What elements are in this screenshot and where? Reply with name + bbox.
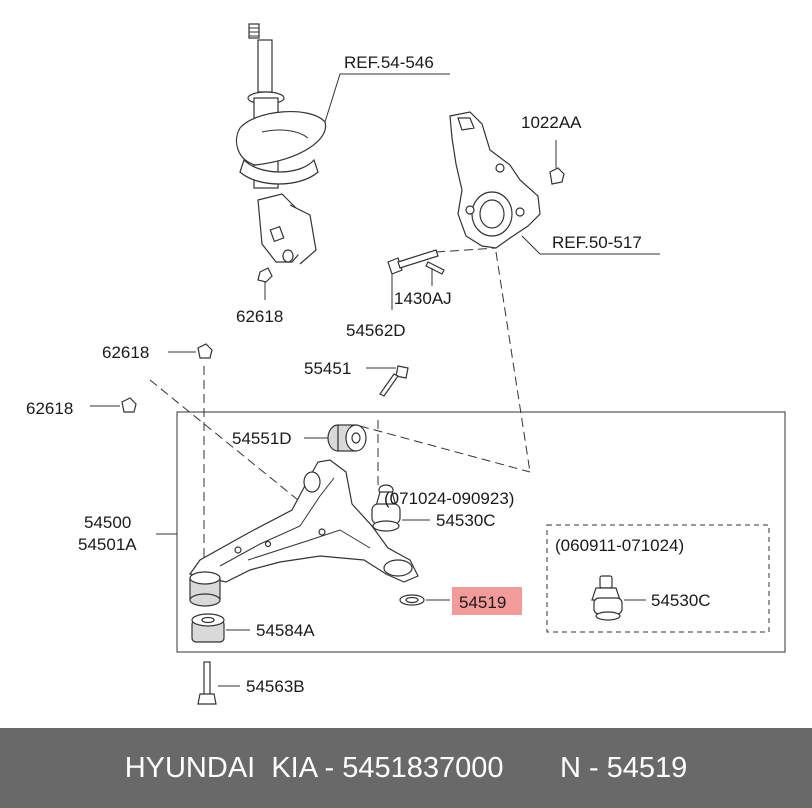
bolt-54562d (387, 249, 439, 275)
strut-assembly (235, 23, 327, 300)
arm-bushing (189, 571, 221, 607)
footer-number: N - 54519 (559, 751, 688, 784)
bushing-54584a (191, 613, 225, 643)
label-54562d: 54562D (346, 321, 406, 340)
label-62618-a: 62618 (102, 343, 149, 362)
label-54501a: 54501A (78, 535, 137, 554)
label-54530c-b: 54530C (651, 591, 711, 610)
label-54551d: 54551D (232, 429, 292, 448)
label-54584a: 54584A (256, 621, 315, 640)
label-54500: 54500 (84, 513, 131, 532)
label-55451: 55451 (304, 359, 351, 378)
footer-brand-part: HYUNDAI KIA - 5451837000 (124, 751, 504, 784)
parts-diagram: REF.54-546 62618 1022AA REF.50-517 54562… (26, 23, 786, 705)
label-1022aa: 1022AA (521, 113, 582, 132)
label-62618-top: 62618 (236, 307, 283, 326)
lower-arm-assembly-box (176, 411, 786, 653)
bolt-54563b (197, 661, 217, 705)
footer-banner: HYUNDAI KIA - 5451837000 N - 54519 (0, 728, 812, 808)
label-ref-54-546: REF.54-546 (344, 53, 434, 72)
bolt-55451 (379, 365, 409, 397)
label-ref-50-517: REF.50-517 (552, 233, 642, 252)
old-ball-joint-box (546, 524, 770, 633)
highlight-54519 (452, 587, 522, 615)
label-54563b: 54563B (246, 677, 305, 696)
label-range-new: (071024-090923) (384, 489, 514, 508)
label-54530c-a: 54530C (436, 511, 496, 530)
label-range-old: (060911-071024) (555, 536, 684, 555)
bushing-54551d (327, 424, 367, 452)
label-1430aj: 1430AJ (394, 289, 452, 308)
ball-joint-54530c-b (591, 575, 623, 621)
label-62618-b: 62618 (26, 399, 73, 418)
label-54519: 54519 (459, 593, 506, 612)
steering-knuckle (449, 111, 541, 249)
ball-joint-54530c-a (371, 484, 401, 532)
lower-control-arm (188, 459, 419, 583)
